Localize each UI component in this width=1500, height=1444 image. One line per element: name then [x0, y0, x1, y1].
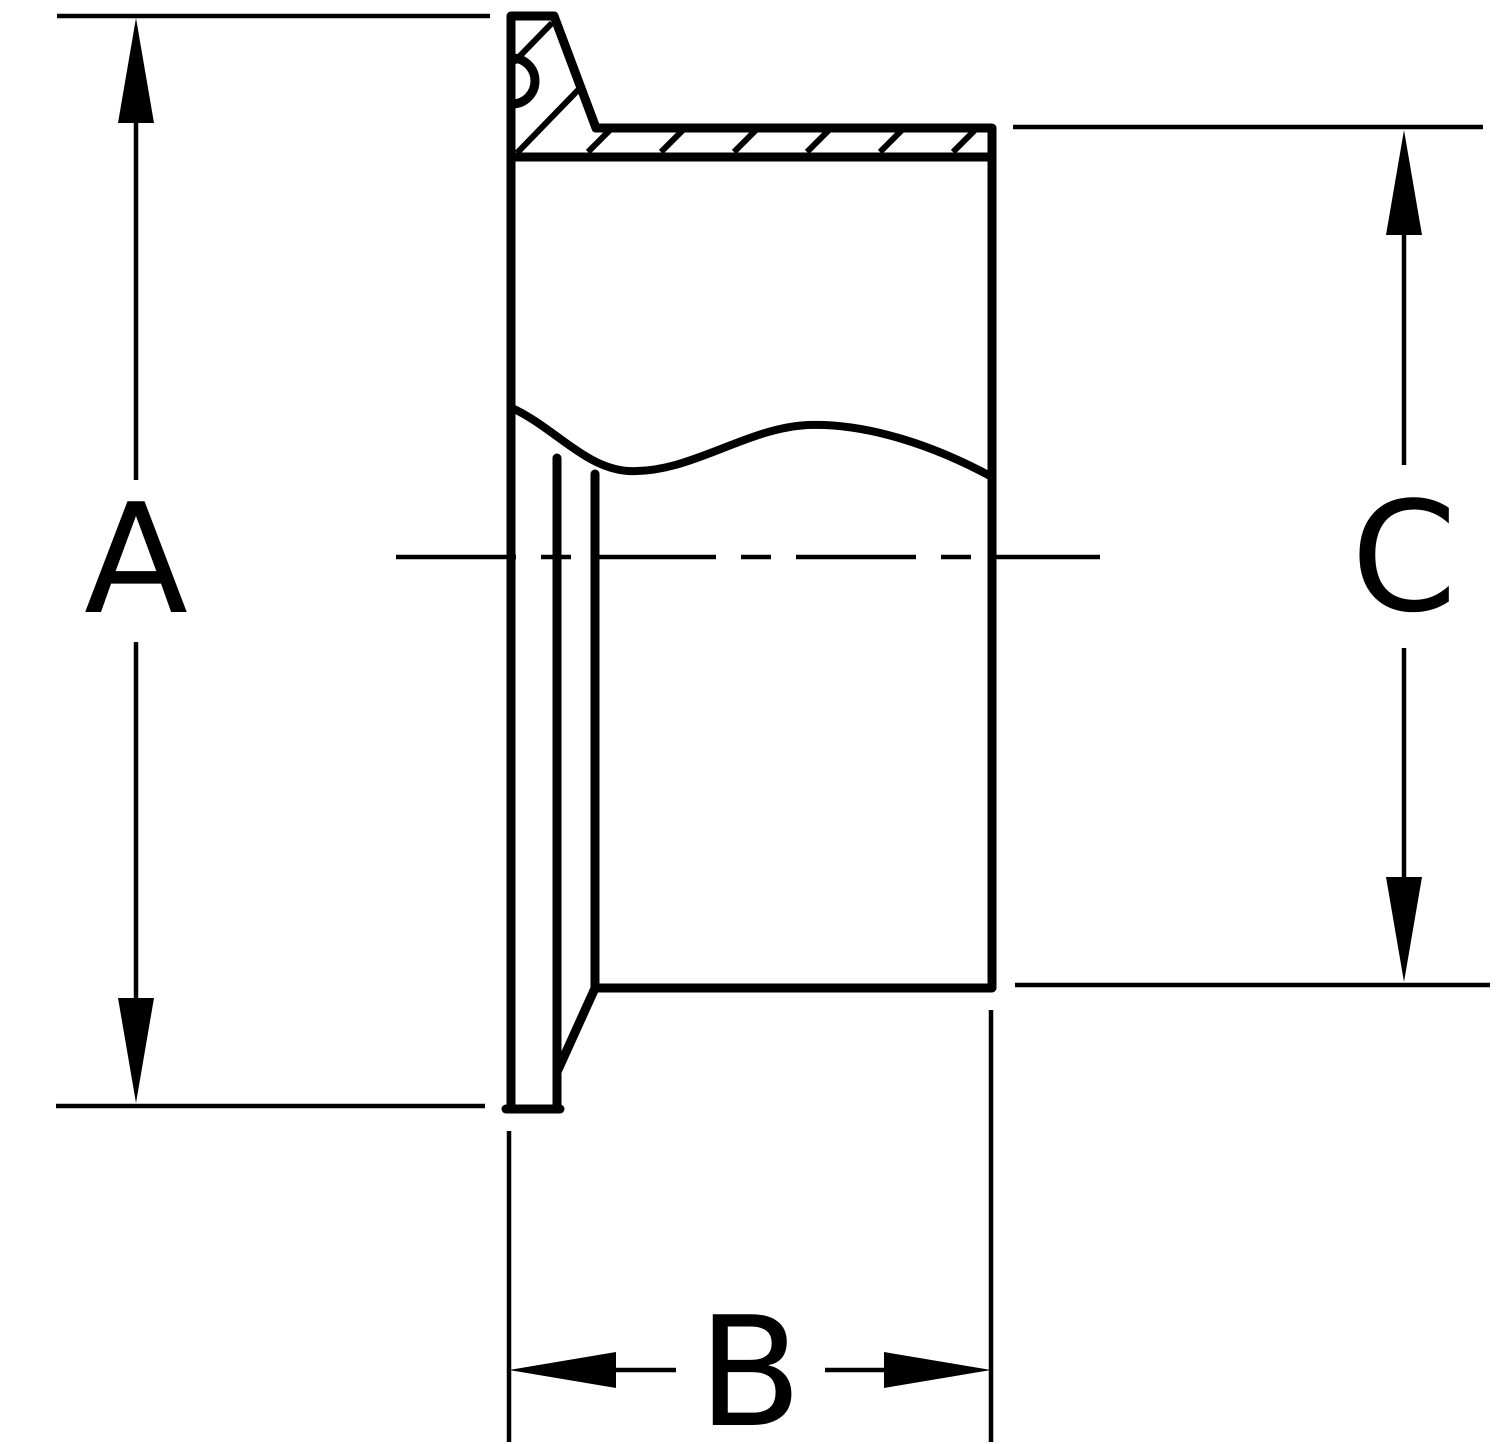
hatch-line	[511, 20, 555, 65]
taper-edge	[552, 981, 601, 1077]
label-b: B	[698, 1284, 802, 1444]
arrowhead-a-up	[118, 18, 154, 123]
dimension-a: A	[56, 13, 490, 1109]
arrowhead-b-left	[509, 1352, 616, 1388]
dimension-b: B	[506, 1010, 994, 1444]
hatch-line	[585, 126, 614, 155]
gasket-groove-arc	[507, 53, 540, 109]
label-c: C	[1351, 469, 1457, 646]
hatch-line	[877, 126, 906, 155]
hatch-line	[804, 126, 833, 155]
main-profile-path	[506, 11, 997, 1114]
arrowhead-b-right	[884, 1352, 991, 1388]
hatch-line	[731, 126, 760, 155]
arrowhead-c-up	[1386, 130, 1422, 235]
label-a: A	[84, 471, 188, 648]
hatch-line	[514, 84, 584, 156]
section-hatching	[511, 20, 979, 156]
arrowhead-c-down	[1386, 877, 1422, 982]
hatch-line	[658, 126, 687, 155]
break-line-wavy	[508, 404, 996, 481]
arrowhead-a-down	[118, 998, 154, 1103]
hatch-line	[950, 126, 979, 155]
part-outline	[501, 11, 997, 1114]
dimension-c: C	[1013, 124, 1490, 988]
